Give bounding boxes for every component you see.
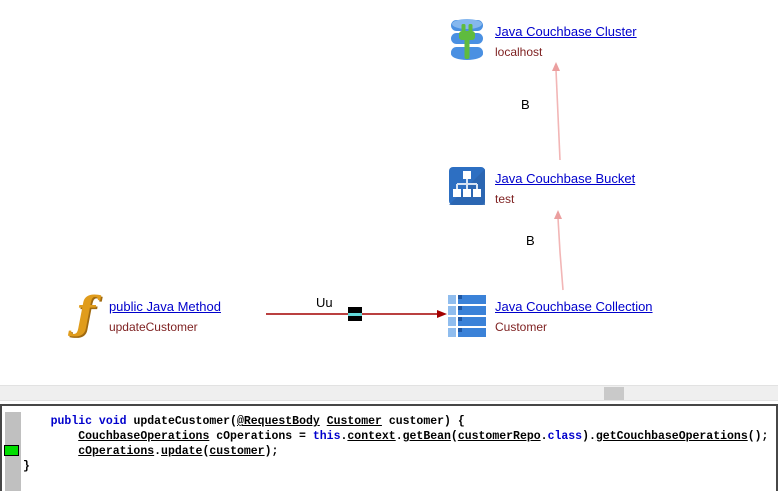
edge-midpoint-marker[interactable] [348, 307, 362, 321]
code-symbol-link[interactable]: Customer [326, 415, 382, 428]
scrollbar-thumb[interactable] [604, 387, 624, 400]
code-line: CouchbaseOperations cOperations = this.c… [23, 429, 776, 444]
node-title-java-couchbase-cluster[interactable]: Java Couchbase Cluster [495, 24, 637, 39]
horizontal-scrollbar[interactable] [0, 385, 778, 401]
code-token: ). [582, 430, 596, 443]
code-panel: public void updateCustomer(@RequestBody … [0, 404, 778, 491]
function-icon[interactable]: ƒ [76, 288, 95, 339]
code-symbol-link[interactable]: cOperations [78, 445, 155, 458]
code-token: class [547, 430, 583, 443]
code-token: . [154, 445, 162, 458]
code-symbol-link[interactable]: context [347, 430, 396, 443]
code-token: updateCustomer( [133, 415, 237, 428]
code-token: this [312, 430, 341, 443]
edge-collection-to-bucket[interactable] [554, 210, 564, 291]
code-token: ( [450, 430, 458, 443]
code-token [320, 415, 327, 428]
code-symbol-link[interactable]: customer [209, 445, 265, 458]
code-token: cOperations = [209, 430, 313, 443]
code-token: . [540, 430, 548, 443]
code-token: ); [264, 445, 279, 458]
code-line: cOperations.update(customer); [23, 444, 776, 459]
code-symbol-link[interactable]: customerRepo [457, 430, 541, 443]
code-token [23, 445, 78, 458]
coverage-marker-green[interactable] [4, 445, 19, 456]
diagram-canvas: B B Uu Java Couchbase Cluster [76, 17, 653, 344]
code-token: . [395, 430, 403, 443]
code-token: customer) { [381, 415, 465, 428]
node-subtitle-customer: Customer [495, 320, 548, 334]
code-token [23, 430, 78, 443]
database-plug-icon[interactable] [448, 17, 486, 67]
node-java-couchbase-collection[interactable]: Java Couchbase Collection Customer [448, 294, 653, 344]
edge-label-bucket-cluster[interactable]: B [521, 97, 530, 112]
list-rows-icon[interactable] [448, 294, 486, 344]
edge-label-collection-bucket[interactable]: B [526, 233, 535, 248]
code-symbol-link[interactable]: getCouchbaseOperations [595, 430, 748, 443]
node-title-public-java-method[interactable]: public Java Method [108, 299, 221, 314]
sitemap-icon[interactable] [448, 164, 486, 214]
code-symbol-link[interactable]: @RequestBody [236, 415, 320, 428]
node-public-java-method[interactable]: ƒ public Java Method updateCustomer [76, 292, 221, 336]
node-java-couchbase-bucket[interactable]: Java Couchbase Bucket test [448, 164, 635, 214]
code-view: public void updateCustomer(@RequestBody … [23, 414, 776, 474]
code-symbol-link[interactable]: CouchbaseOperations [78, 430, 210, 443]
code-token: } [23, 460, 30, 473]
cyan-bar [348, 312, 362, 316]
node-title-java-couchbase-bucket[interactable]: Java Couchbase Bucket [495, 171, 636, 186]
code-token: ( [202, 445, 210, 458]
node-java-couchbase-cluster[interactable]: Java Couchbase Cluster localhost [448, 17, 637, 67]
node-subtitle-test: test [495, 192, 515, 206]
code-token: . [340, 430, 348, 443]
code-token: (); [747, 430, 769, 443]
edge-bucket-to-cluster[interactable] [552, 62, 561, 161]
code-symbol-link[interactable]: update [161, 445, 203, 458]
code-line: } [23, 459, 776, 474]
code-symbol-link[interactable]: getBean [402, 430, 451, 443]
edge-label-method-collection[interactable]: Uu [316, 295, 333, 310]
code-token [23, 415, 51, 428]
code-token: public void [50, 415, 134, 428]
node-title-java-couchbase-collection[interactable]: Java Couchbase Collection [495, 299, 653, 314]
marker-gutter [4, 412, 21, 491]
node-subtitle-localhost: localhost [495, 45, 543, 59]
node-subtitle-updatecustomer: updateCustomer [108, 320, 198, 334]
code-line: public void updateCustomer(@RequestBody … [23, 414, 776, 429]
